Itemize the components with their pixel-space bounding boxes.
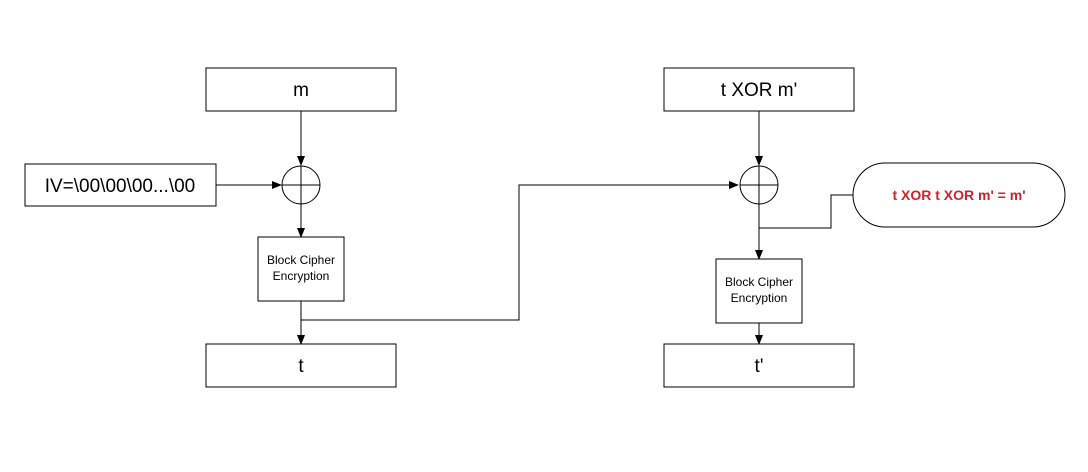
right-cipher-label-line2: Encryption xyxy=(731,291,788,305)
right-output-box: t' xyxy=(663,343,855,388)
right-output-label: t' xyxy=(755,356,764,377)
left-cipher-label-line2: Encryption xyxy=(273,269,330,283)
right-message-box: t XOR m' xyxy=(663,67,855,112)
equation-note-label: t XOR t XOR m' = m' xyxy=(892,187,1025,203)
left-block-cipher-box: Block Cipher Encryption xyxy=(257,236,345,302)
left-xor-icon xyxy=(281,165,321,205)
note-connector xyxy=(759,194,853,229)
iv-box: IV=\00\00\00...\00 xyxy=(24,163,217,207)
right-message-label: t XOR m' xyxy=(721,80,797,101)
left-cipher-label-line1: Block Cipher xyxy=(267,253,335,267)
right-xor-icon xyxy=(739,165,779,205)
left-output-label: t xyxy=(298,356,304,377)
right-cipher-label-line1: Block Cipher xyxy=(725,275,793,289)
left-output-box: t xyxy=(205,343,397,388)
equation-note: t XOR t XOR m' = m' xyxy=(852,162,1066,228)
right-block-cipher-box: Block Cipher Encryption xyxy=(715,258,803,324)
left-message-box: m xyxy=(205,67,397,112)
tag-to-right-xor-connector xyxy=(301,181,739,321)
left-message-label: m xyxy=(293,80,309,101)
iv-label: IV=\00\00\00...\00 xyxy=(45,176,196,197)
